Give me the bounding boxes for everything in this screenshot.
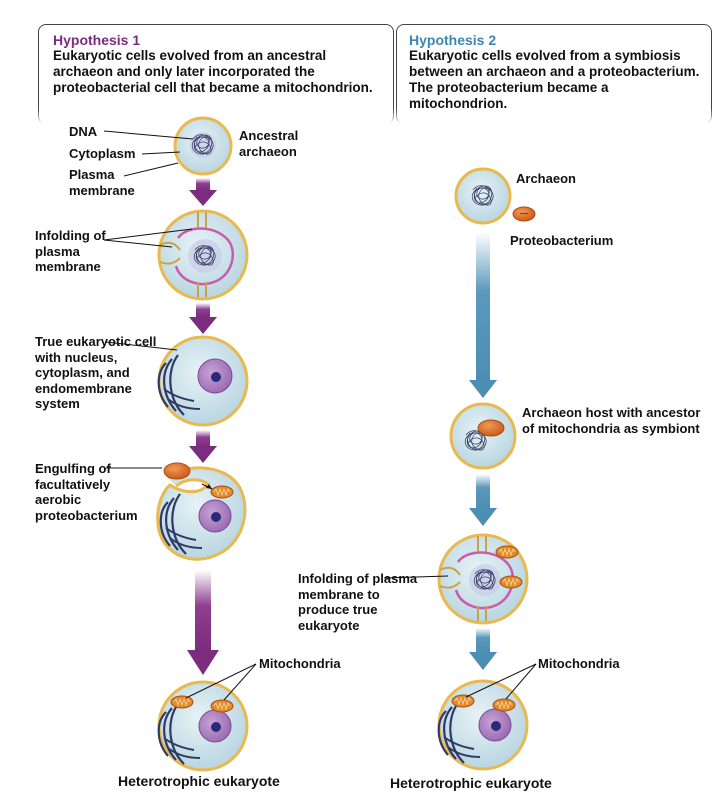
leader-line-infolding-2 (383, 575, 449, 579)
label-dna: DNA (69, 124, 98, 139)
label-mitochondria-1: Mitochondria (259, 656, 341, 671)
blue-arrow-3 (469, 628, 497, 670)
hypothesis-1-box: Hypothesis 1 Eukaryotic cells evolved fr… (37, 24, 395, 126)
label-archaeon-host: Archaeon host with ancestor of mitochond… (522, 405, 701, 436)
label-proteobacterium: Proteobacterium (510, 233, 614, 248)
box-fade (395, 108, 713, 126)
hypothesis-1-text: Eukaryotic cells evolved from an ancestr… (53, 48, 373, 95)
infolding-eukaryote-cell (437, 533, 529, 625)
caption-heterotrophic-eukaryote-1: Heterotrophic eukaryote (118, 773, 280, 789)
purple-arrow-2 (189, 303, 217, 334)
label-engulfing: Engulfing of facultatively aerobic prote… (35, 461, 138, 523)
label-plasma-membrane: Plasma membrane (69, 167, 135, 198)
infolding-cell (157, 209, 249, 301)
leader-lines-mitochondria-1 (185, 663, 257, 701)
proteobacterium-cell (512, 206, 536, 222)
label-archaeon: Archaeon (516, 171, 576, 186)
leader-line-true-eukaryotic (105, 341, 178, 351)
hypothesis-1-title: Hypothesis 1 (53, 32, 141, 48)
purple-arrow-3 (189, 430, 217, 463)
leader-lines-infolding (103, 228, 193, 248)
purple-arrow-1 (189, 178, 217, 206)
hypothesis-2-box: Hypothesis 2 Eukaryotic cells evolved fr… (395, 24, 713, 126)
box-fade (37, 108, 395, 126)
label-infolding-1: Infolding of plasma membrane (35, 228, 106, 274)
blue-arrow-1 (469, 232, 497, 398)
hypothesis-2-title: Hypothesis 2 (409, 32, 497, 48)
leader-lines-cell-1 (103, 130, 194, 177)
archaeon-cell (454, 167, 512, 225)
label-true-eukaryotic: True eukaryotic cell with nucleus, cytop… (35, 334, 157, 411)
engulfing-cell (156, 462, 247, 561)
leader-lines-mitochondria-2 (465, 663, 537, 700)
true-eukaryotic-cell (157, 335, 249, 427)
hypothesis-2-text: Eukaryotic cells evolved from a symbiosi… (409, 48, 700, 111)
blue-arrow-2 (469, 474, 497, 526)
ancestral-archaeon-cell (173, 116, 233, 176)
caption-heterotrophic-eukaryote-2: Heterotrophic eukaryote (390, 775, 552, 791)
heterotrophic-eukaryote-cell-2 (437, 679, 529, 771)
label-ancestral-archaeon: Ancestral archaeon (239, 128, 299, 159)
label-cytoplasm: Cytoplasm (69, 146, 136, 161)
purple-arrow-4 (187, 570, 219, 675)
heterotrophic-eukaryote-cell-1 (157, 680, 249, 772)
label-mitochondria-2: Mitochondria (538, 656, 620, 671)
label-infolding-2: Infolding of plasma membrane to produce … (298, 571, 418, 633)
archaeon-host-cell (449, 402, 517, 470)
